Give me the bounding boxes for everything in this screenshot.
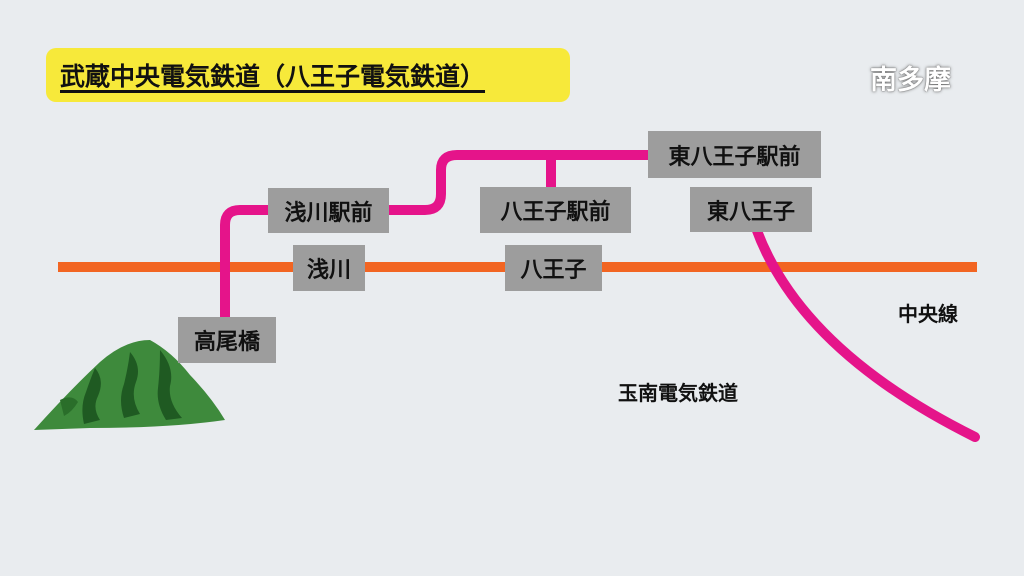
gyokunan-line-label: 玉南電気鉄道 [618,381,738,405]
chuo-line-label: 中央線 [898,302,958,326]
page-title: 武蔵中央電気鉄道（八王子電気鉄道） [60,62,486,91]
musashi-chuo-line [220,150,660,330]
mountain-icon [34,340,225,430]
title-banner: 武蔵中央電気鉄道（八王子電気鉄道） [46,48,570,102]
station-hachioji: 八王子 [505,245,602,291]
station-takaobashi: 高尾橋 [178,317,276,363]
station-hachioji-ekimae: 八王子駅前 [480,187,631,233]
region-label: 南多摩 [870,65,951,96]
station-higashi-hachioji-ekimae: 東八王子駅前 [648,131,821,178]
station-asakawa: 浅川 [293,245,365,291]
station-asakawa-ekimae: 浅川駅前 [268,188,389,233]
gyokunan-line [751,223,980,442]
station-higashi-hachioji: 東八王子 [690,187,812,232]
